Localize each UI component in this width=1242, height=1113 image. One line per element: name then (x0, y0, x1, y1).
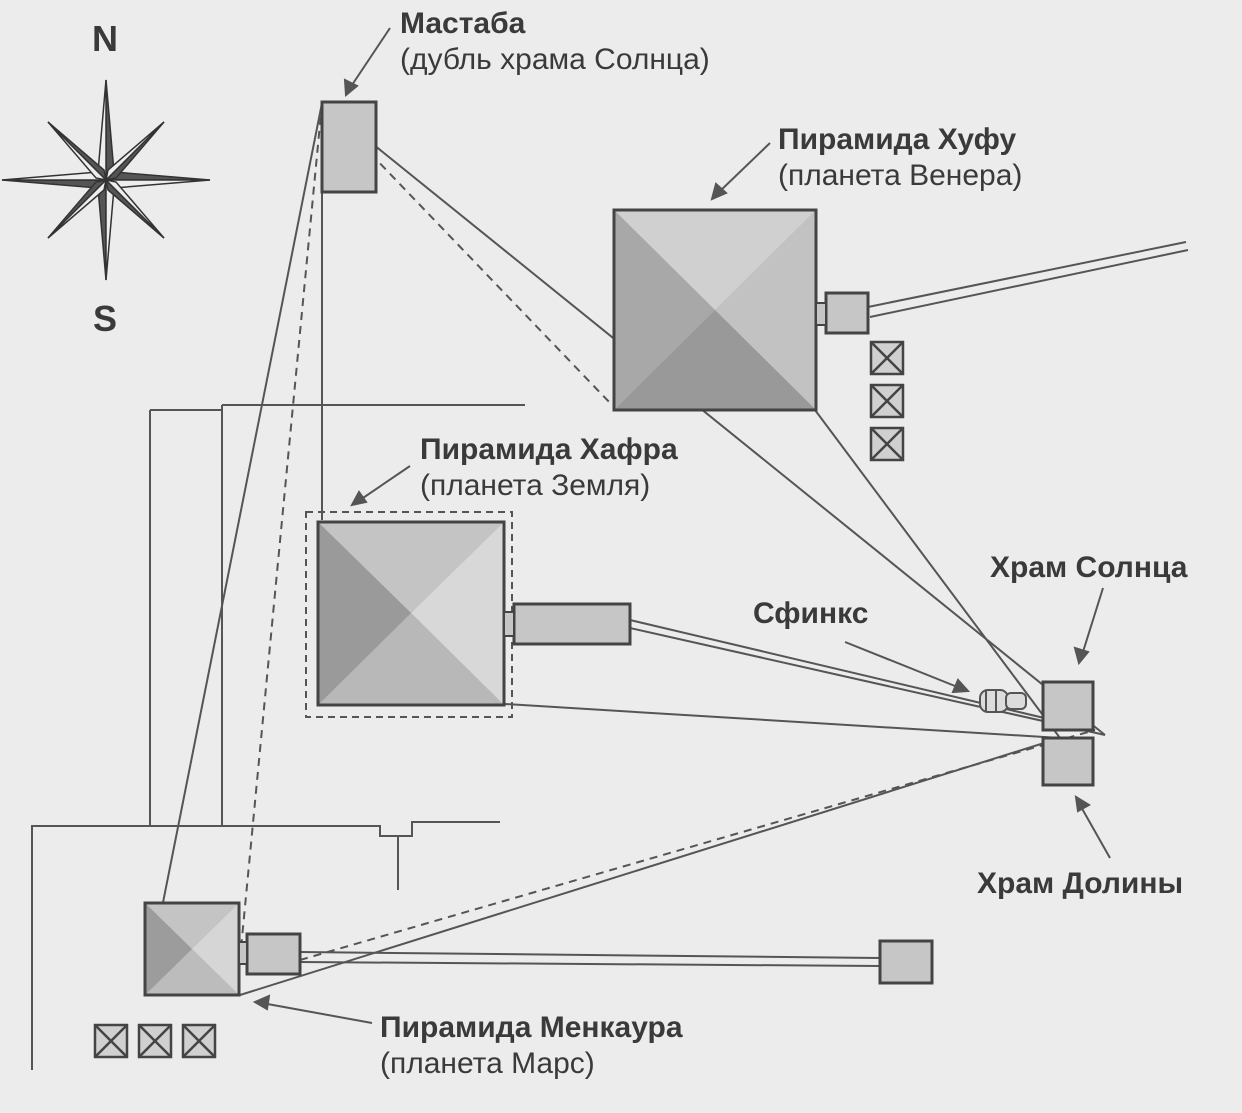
khafre-enclosure (305, 511, 513, 718)
khafre-mortuary-temple (512, 602, 632, 646)
label-khafre-sub: (планета Земля) (420, 469, 651, 502)
compass-rose-icon (1, 79, 211, 281)
label-khufu: Пирамида Хуфу (планета Венера) (778, 122, 1022, 194)
khufu-mortuary-temple (824, 291, 870, 335)
menkaure-queens-pyramids (93, 1023, 217, 1059)
compass-south-label: S (93, 298, 118, 339)
label-sun-temple: Храм Солнца (990, 550, 1187, 586)
label-khafre-name: Пирамида Хафра (420, 433, 678, 466)
label-valley-temple-name: Храм Долины (977, 867, 1184, 900)
label-khafre: Пирамида Хафра (планета Земля) (420, 432, 678, 504)
menkaure-mortuary-temple (245, 932, 302, 976)
label-khufu-sub: (планета Венера) (778, 159, 1023, 192)
causeways (299, 241, 1189, 967)
mastaba-building (320, 100, 378, 194)
pyramid-khafre (316, 520, 506, 707)
pyramid-khufu (612, 208, 818, 412)
khufu-queens-pyramids (869, 340, 905, 462)
label-menkaure: Пирамида Менкаура (планета Марс) (380, 1010, 683, 1082)
valley-temple-building (1041, 736, 1095, 787)
label-menkaure-sub: (планета Марс) (380, 1047, 595, 1080)
alignment-lines-dashed (236, 102, 1096, 991)
pyramid-menkaure (143, 901, 241, 997)
menkaure-valley-temple (878, 939, 934, 985)
label-sun-temple-name: Храм Солнца (990, 551, 1188, 584)
label-arrows (252, 27, 1111, 1024)
label-khufu-name: Пирамида Хуфу (778, 123, 1017, 156)
sun-temple-building (1041, 680, 1095, 732)
label-menkaure-name: Пирамида Менкаура (380, 1011, 683, 1044)
label-mastaba-name: Мастаба (400, 7, 526, 40)
label-mastaba: Мастаба (дубль храма Солнца) (400, 6, 710, 78)
label-sphinx-name: Сфинкс (753, 597, 869, 630)
label-valley-temple: Храм Долины (977, 866, 1183, 902)
label-mastaba-sub: (дубль храма Солнца) (400, 43, 710, 76)
compass-north-label: N (92, 18, 118, 59)
sphinx-icon (979, 689, 1027, 713)
plateau-boundary-lines (31, 404, 525, 1070)
label-sphinx: Сфинкс (753, 596, 868, 632)
